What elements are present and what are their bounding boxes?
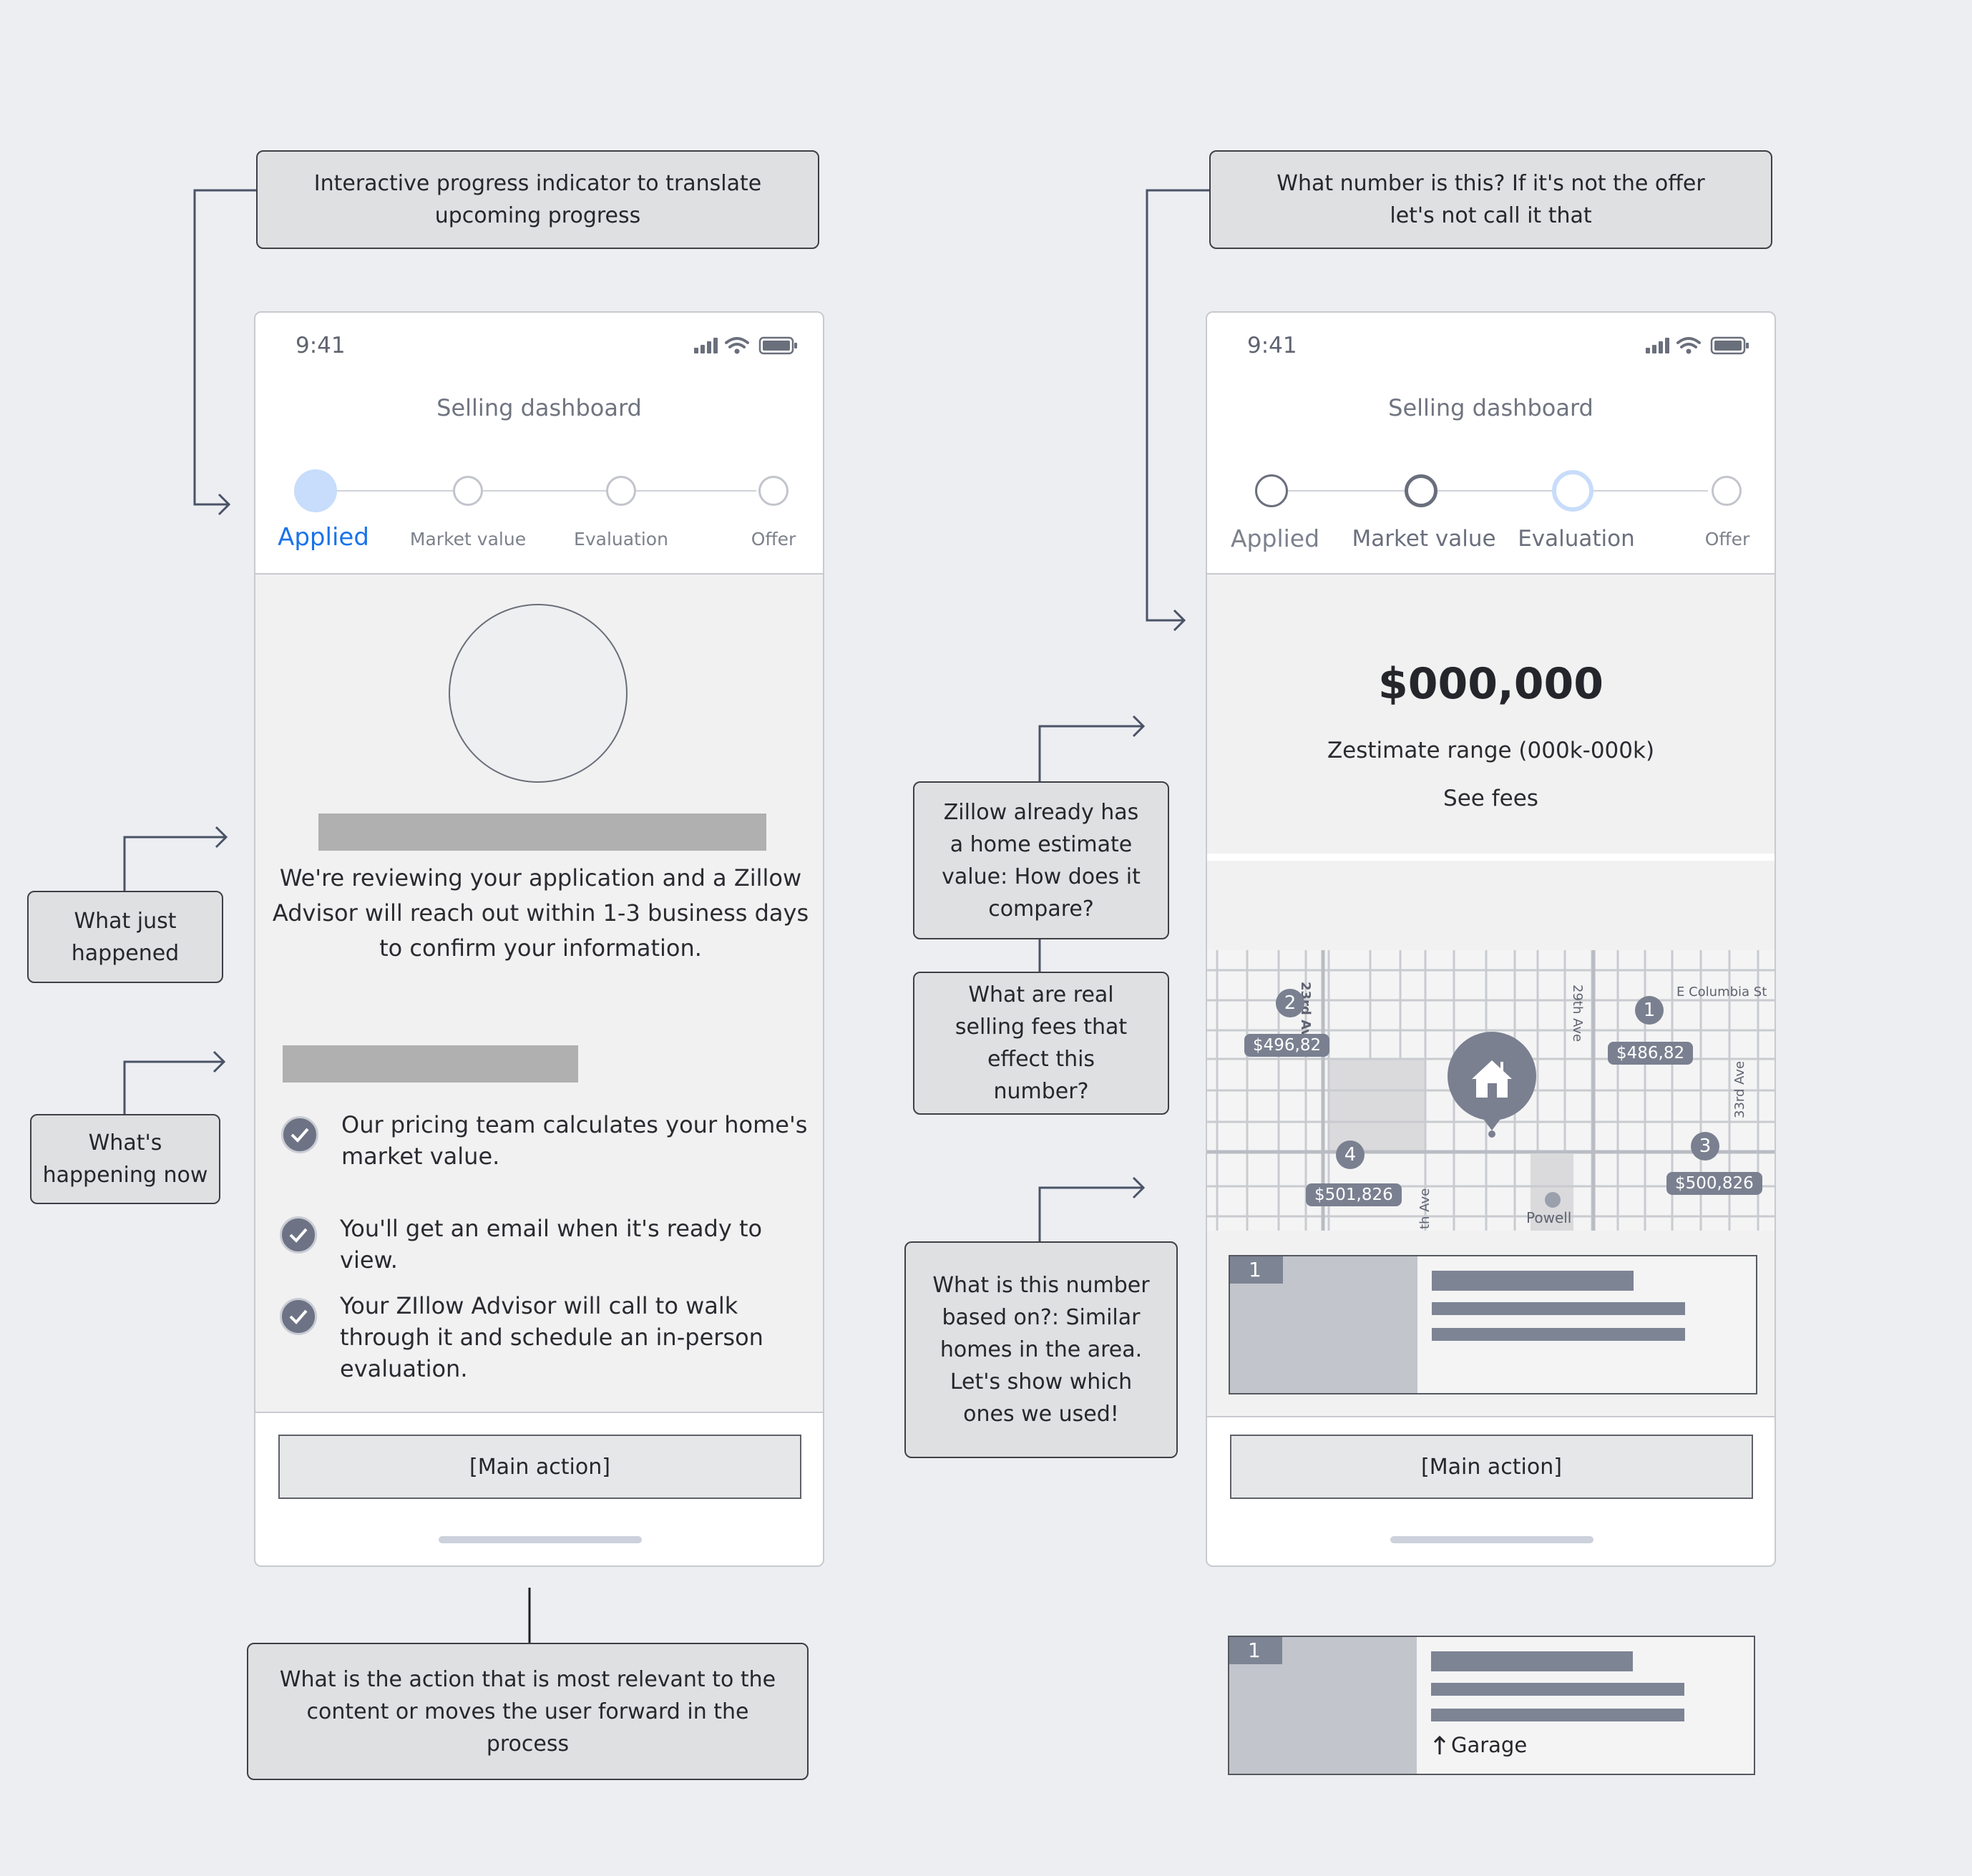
checklist-check-icon	[281, 1116, 318, 1153]
step-evaluation-dot[interactable]	[606, 476, 636, 506]
wifi-icon	[725, 337, 749, 348]
note-number-based-on-text: What is this number based on?: Similar h…	[932, 1273, 1150, 1427]
comp-pin-2[interactable]: 2	[1276, 989, 1304, 1017]
note-selling-fees: What are real selling fees that effect t…	[913, 972, 1169, 1115]
main-action-button[interactable]: [Main action]	[1230, 1435, 1753, 1499]
card-title-placeholder	[1431, 1651, 1633, 1671]
step-market-value-label[interactable]: Market value	[409, 529, 527, 549]
section-divider	[1207, 854, 1775, 861]
main-action-button[interactable]: [Main action]	[278, 1435, 801, 1499]
step-market-value-dot[interactable]	[453, 476, 483, 506]
note-what-number-text: What number is this? If it's not the off…	[1277, 171, 1705, 228]
step-evaluation-label[interactable]: Evaluation	[574, 529, 668, 549]
step-applied-dot[interactable]	[1255, 474, 1288, 507]
illustration-placeholder	[449, 604, 628, 783]
status-icons	[694, 336, 797, 355]
status-icons	[1646, 336, 1749, 355]
note-selling-fees-text: What are real selling fees that effect t…	[955, 982, 1128, 1104]
comp-price-3[interactable]: $500,826	[1666, 1172, 1762, 1195]
note-what-just-happened-text: What just happened	[71, 908, 180, 966]
street-label-33rd-ave: 33rd Ave	[1732, 1060, 1747, 1118]
step-market-value-dot[interactable]	[1405, 474, 1437, 507]
card-line-placeholder	[1432, 1302, 1685, 1315]
note-progress-indicator-text: Interactive progress indicator to transl…	[313, 171, 762, 228]
subheading-placeholder	[283, 1045, 578, 1083]
note-zillow-estimate: Zillow already has a home estimate value…	[913, 781, 1169, 939]
street-label-powell: Powell	[1526, 1209, 1572, 1226]
home-indicator	[439, 1536, 642, 1543]
heading-placeholder	[318, 814, 766, 851]
card-line-placeholder	[1432, 1328, 1685, 1341]
phone-evaluation-state: 9:41 Selling dashboard Applied Market va…	[1206, 311, 1776, 1567]
checklist-item-1: Our pricing team calculates your home's …	[341, 1111, 808, 1170]
comparable-home-number: 1	[1229, 1637, 1282, 1664]
street-label-e-columbia-st: E Columbia St	[1676, 985, 1767, 1000]
home-pin-icon[interactable]	[1446, 1030, 1538, 1138]
status-time: 9:41	[296, 333, 346, 358]
checklist-check-icon	[280, 1216, 317, 1254]
comp-pin-1[interactable]: 1	[1635, 996, 1664, 1025]
comparable-home-number: 1	[1230, 1256, 1283, 1284]
note-zillow-estimate-text: Zillow already has a home estimate value…	[942, 799, 1141, 922]
comp-price-1[interactable]: $486,82	[1608, 1042, 1694, 1065]
battery-icon	[758, 336, 797, 355]
home-indicator	[1390, 1536, 1593, 1543]
step-offer-label[interactable]: Offer	[1704, 529, 1750, 549]
review-message: We're reviewing your application and a Z…	[272, 864, 809, 962]
card-line-placeholder	[1431, 1683, 1684, 1696]
progress-track	[1271, 490, 1708, 492]
step-evaluation-dot[interactable]	[1552, 470, 1593, 512]
checklist-item-3: Your ZIllow Advisor will call to walk th…	[340, 1292, 763, 1382]
status-time: 9:41	[1247, 333, 1297, 358]
comp-pin-4[interactable]: 4	[1336, 1140, 1365, 1169]
step-applied-label[interactable]: Applied	[278, 523, 369, 552]
signal-icon	[1646, 338, 1669, 353]
comparables-map[interactable]: 23rd Ave 29th Ave E Columbia St 33rd Ave…	[1207, 950, 1775, 1231]
checklist-check-icon	[280, 1298, 317, 1335]
step-offer-dot[interactable]	[758, 476, 789, 506]
note-what-just-happened: What just happened	[27, 891, 223, 983]
step-evaluation-label[interactable]: Evaluation	[1518, 526, 1635, 552]
note-main-action-text: What is the action that is most relevant…	[279, 1666, 776, 1757]
street-label-th-ave: th Ave	[1417, 1188, 1432, 1229]
arrow-up-icon	[1433, 1735, 1446, 1754]
zestimate-range: Zestimate range (000k-000k)	[1327, 738, 1655, 763]
price-value: $000,000	[1377, 659, 1604, 709]
card-title-placeholder	[1432, 1271, 1634, 1291]
see-fees-link[interactable]: See fees	[1443, 786, 1538, 811]
note-main-action: What is the action that is most relevant…	[247, 1643, 809, 1780]
page-title: Selling dashboard	[436, 394, 642, 421]
note-whats-happening-now: What's happening now	[30, 1114, 220, 1204]
step-offer-label[interactable]: Offer	[751, 529, 796, 549]
place-marker-icon	[1545, 1192, 1561, 1208]
step-market-value-label[interactable]: Market value	[1352, 526, 1496, 552]
wifi-icon	[1676, 337, 1701, 348]
card-line-placeholder	[1431, 1709, 1684, 1721]
content-panel: $000,000 Zestimate range (000k-000k) See…	[1207, 573, 1775, 1417]
comp-pin-3[interactable]: 3	[1691, 1132, 1719, 1161]
note-whats-happening-now-text: What's happening now	[42, 1130, 208, 1188]
page-title: Selling dashboard	[1388, 394, 1593, 421]
progress-track	[320, 490, 756, 492]
note-what-number: What number is this? If it's not the off…	[1209, 150, 1772, 249]
note-number-based-on: What is this number based on?: Similar h…	[904, 1241, 1178, 1458]
step-applied-dot[interactable]	[294, 469, 337, 512]
comparable-home-detail-card[interactable]: 1 Garage	[1228, 1636, 1755, 1775]
battery-icon	[1710, 336, 1749, 355]
comp-price-4[interactable]: $501,826	[1306, 1183, 1402, 1206]
phone-applied-state: 9:41 Selling dashboard Applied Market va…	[254, 311, 824, 1567]
note-progress-indicator: Interactive progress indicator to transl…	[256, 150, 819, 249]
step-applied-label[interactable]: Applied	[1230, 524, 1320, 552]
signal-icon	[694, 338, 718, 353]
comp-price-2[interactable]: $496,82	[1244, 1034, 1330, 1057]
step-offer-dot[interactable]	[1712, 476, 1742, 506]
comparable-home-card[interactable]: 1	[1229, 1255, 1757, 1394]
content-panel: We're reviewing your application and a Z…	[255, 573, 823, 1413]
street-label-29th-ave: 29th Ave	[1570, 985, 1585, 1042]
feature-garage-label: Garage	[1451, 1733, 1528, 1757]
checklist-item-2: You'll get an email when it's ready to v…	[340, 1215, 763, 1274]
